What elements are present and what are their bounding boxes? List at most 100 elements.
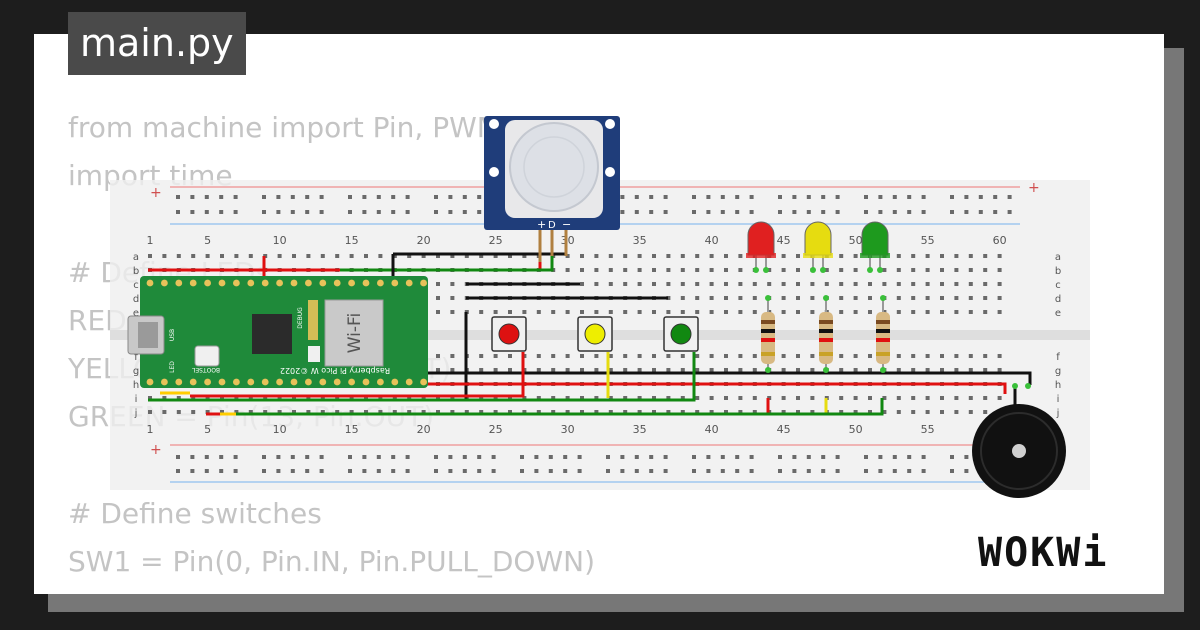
rail-hole [405,210,410,214]
breadboard-hole [839,354,844,358]
rail-hole [806,455,811,459]
breadboard-hole [479,368,484,372]
rail-hole [663,469,668,473]
rail-hole [978,195,983,199]
column-number: 50 [849,423,863,436]
breadboard-hole [896,396,901,400]
rail-hole [706,195,711,199]
breadboard-hole [464,410,469,414]
rail-hole [305,195,310,199]
pico-pin [305,378,312,386]
breadboard-hole [623,354,628,358]
breadboard-hole [364,254,368,258]
rail-hole [634,455,639,459]
breadboard-hole [940,354,944,358]
rail-hole [706,210,711,214]
rail-hole [548,455,553,459]
breadboard-hole [292,410,296,414]
breadboard-hole [968,268,973,272]
breadboard-hole [608,268,613,272]
rail-hole [778,210,782,214]
rail-hole [749,455,754,459]
button-cap [584,323,606,345]
breadboard-hole [940,296,944,300]
yellow-led[interactable] [803,221,833,273]
rail-hole [290,195,295,199]
rail-hole [993,195,998,199]
breadboard-hole [968,310,973,314]
rail-hole [907,210,912,214]
yellow-button[interactable] [577,316,613,352]
resistor[interactable] [819,295,833,373]
rail-hole [520,455,524,459]
breadboard-hole [176,410,181,414]
wire-green-pir-data [340,256,554,272]
breadboard-hole [839,396,844,400]
rail-hole [620,195,625,199]
rail-hole [649,195,654,199]
breadboard-hole [752,310,757,314]
breadboard-hole [738,268,743,272]
rail-hole [921,210,926,214]
breadboard-hole [536,354,541,358]
buzzer-pin-2 [1025,383,1031,389]
row-letter: e [1055,308,1061,319]
breadboard-hole [752,296,757,300]
breadboard-hole [911,368,916,372]
resistor[interactable] [761,295,775,373]
column-number: 15 [345,234,359,247]
breadboard-hole [868,368,872,372]
rail-hole [204,469,209,473]
red-led[interactable] [746,221,776,273]
pico-pin [233,378,240,386]
breadboard-hole [652,268,656,272]
breadboard-hole [796,254,800,258]
breadboard-hole [450,368,455,372]
resistor-band [761,352,775,356]
breadboard-hole [781,368,786,372]
rail-hole [821,195,826,199]
breadboard-hole [666,354,671,358]
rail-hole [692,455,696,459]
rail-hole [276,195,281,199]
breadboard-hole [752,410,757,414]
breadboard-hole [349,410,354,414]
rail-hole [290,210,295,214]
board-name-label: Raspberry Pi Pico W ©2022 [280,366,390,375]
usb-port-inner [138,322,158,348]
pir-motion-sensor[interactable]: + D − [484,116,620,262]
resistor[interactable] [876,295,890,373]
breadboard-hole [925,396,930,400]
breadboard-hole [796,310,800,314]
breadboard-hole [522,254,527,258]
breadboard-hole [493,396,498,400]
breadboard-hole [162,410,167,414]
code-line: SW1 = Pin(0, Pin.IN, Pin.PULL_DOWN) [68,544,595,578]
breadboard-hole [436,254,440,258]
breadboard-hole [522,396,527,400]
green-led[interactable] [860,221,890,273]
breadboard-hole [738,310,743,314]
column-number: 25 [489,234,503,247]
red-button[interactable] [491,316,527,352]
green-button[interactable] [663,316,699,352]
breadboard-hole [248,410,253,414]
breadboard-hole [781,254,786,258]
rail-hole [376,469,381,473]
breadboard-hole [652,396,656,400]
rail-hole [491,455,496,459]
column-number: 45 [777,423,791,436]
pico-pin [146,279,154,287]
pico-w-board[interactable]: Wi-Fi DEBUG USB LED BOOTSEL Raspberry Pi… [127,276,428,388]
file-tab[interactable]: main.py [68,12,246,75]
breadboard-hole [709,296,714,300]
breadboard-hole [652,368,656,372]
buzzer[interactable] [972,383,1066,498]
breadboard-hole [392,396,397,400]
breadboard-hole [666,410,671,414]
column-number: 40 [705,234,719,247]
breadboard-hole [853,396,858,400]
breadboard-hole [378,396,383,400]
bootsel-button[interactable] [194,345,220,367]
led-dome [747,221,775,256]
